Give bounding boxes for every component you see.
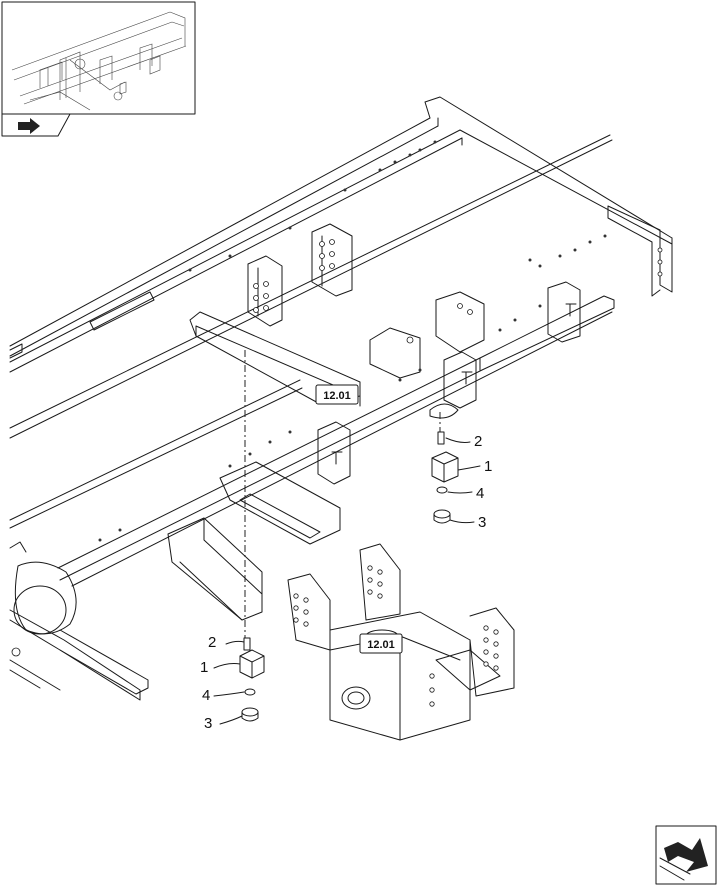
pin-part-2 (437, 431, 445, 445)
washer-part-4 (436, 486, 448, 494)
callout-left-2: 2 (208, 634, 216, 651)
reference-box-lower[interactable]: 12.01 (359, 633, 403, 654)
rubber-block-part-1-left (239, 649, 265, 679)
svg-text:12.01: 12.01 (367, 639, 395, 651)
callout-left-3: 3 (204, 715, 212, 732)
right-mount-stack (431, 431, 459, 524)
callout-right-3: 3 (478, 514, 486, 531)
svg-text:12.01: 12.01 (323, 390, 351, 402)
callout-left-1: 1 (200, 659, 208, 676)
callout-right-1: 1 (484, 458, 492, 475)
reference-box-upper[interactable]: 12.01 (315, 384, 359, 405)
thumbnail-inset[interactable] (1, 1, 196, 115)
callout-right-4: 4 (476, 485, 484, 502)
next-page-arrow-icon[interactable] (655, 825, 717, 885)
left-mount-stack (239, 637, 265, 722)
callout-right-2: 2 (474, 433, 482, 450)
chassis-frame (9, 96, 673, 741)
previous-page-arrow-icon[interactable] (1, 113, 71, 137)
callout-left-4: 4 (202, 687, 210, 704)
washer-part-4-left (244, 688, 256, 696)
rubber-block-part-1 (431, 451, 459, 483)
pin-part-2-left (243, 637, 251, 651)
